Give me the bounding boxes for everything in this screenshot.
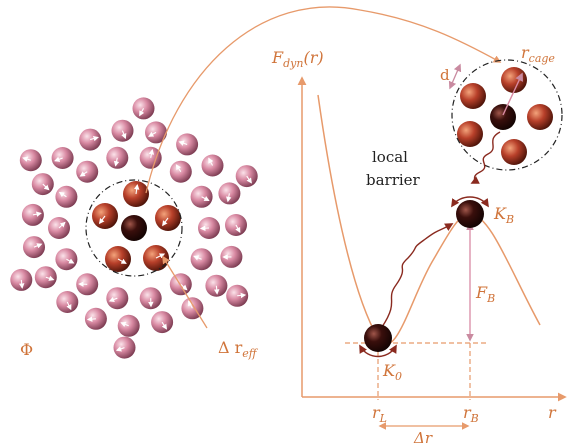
pink-particle <box>113 336 136 359</box>
cage-inset-central-particle <box>490 104 516 130</box>
cage-escape-wavy <box>470 131 501 184</box>
pink-particle <box>169 160 192 183</box>
particle-cluster <box>10 97 258 359</box>
cage-inset-particle <box>527 104 553 130</box>
velocity-arrow <box>188 300 194 309</box>
delta-r-eff-arrow <box>162 255 208 329</box>
k-0-label: K0 <box>382 361 402 383</box>
d-arrow <box>448 63 462 90</box>
pink-particle <box>34 266 57 289</box>
delta-r-eff-label: Δ reff <box>218 338 259 360</box>
d-label: d <box>440 66 450 84</box>
cage-inset-particle <box>501 139 527 165</box>
velocity-arrow <box>208 157 214 166</box>
velocity-arrow <box>155 253 166 259</box>
velocity-arrow <box>66 258 75 264</box>
delta-r-label: Δr <box>413 429 433 446</box>
velocity-arrow <box>33 243 43 249</box>
velocity-arrow <box>148 148 155 158</box>
f-b-label: FB <box>475 283 495 305</box>
velocity-arrow <box>133 184 140 195</box>
particle-at-minimum <box>364 324 392 352</box>
velocity-arrow <box>18 279 25 289</box>
central-particle <box>121 215 147 241</box>
velocity-arrow <box>199 225 210 231</box>
velocity-arrow <box>115 346 125 352</box>
velocity-arrow <box>22 156 31 162</box>
velocity-arrow <box>32 211 42 217</box>
thermal-hop-path <box>381 223 454 328</box>
velocity-arrow <box>86 316 96 322</box>
velocity-arrow <box>193 255 202 261</box>
k-0-curvature-arc <box>359 344 397 358</box>
phi-label: Φ <box>20 340 33 359</box>
velocity-arrow <box>139 108 145 117</box>
r-b-label: rB <box>463 403 479 425</box>
pink-particle <box>56 291 79 313</box>
velocity-arrow <box>98 215 106 225</box>
cage-inset-particle <box>460 83 486 109</box>
r-cage-label: rcage <box>521 43 555 65</box>
velocity-arrow <box>226 193 232 203</box>
velocity-arrow <box>201 196 210 202</box>
velocity-arrow <box>58 191 67 198</box>
k-b-label: KB <box>493 204 514 226</box>
pink-particle <box>21 203 44 226</box>
pink-particle <box>55 248 78 271</box>
velocity-arrow <box>180 283 188 291</box>
r-cage-arrow <box>502 72 523 116</box>
k-b-curvature-arc <box>451 196 489 208</box>
pink-particle <box>205 274 228 297</box>
velocity-arrow <box>121 130 127 140</box>
velocity-arrow <box>235 224 241 233</box>
velocity-arrow <box>79 171 88 177</box>
velocity-arrow <box>175 164 182 173</box>
f-dyn-label: Fdyn(r) <box>271 48 324 70</box>
velocity-arrow <box>54 156 63 162</box>
velocity-arrow <box>120 321 129 327</box>
velocity-arrow <box>213 285 220 295</box>
velocity-arrow <box>162 217 169 227</box>
pink-particle <box>106 146 129 169</box>
velocity-arrow <box>90 135 99 142</box>
velocity-arrow <box>237 292 247 299</box>
cage-inset-particle <box>501 67 527 93</box>
pink-particle <box>235 165 258 188</box>
pink-particle <box>31 173 54 196</box>
pink-particle <box>117 314 140 337</box>
r-axis-label: r <box>548 403 557 422</box>
velocity-arrow <box>58 221 66 229</box>
velocity-arrow <box>246 175 252 184</box>
pink-particle <box>151 311 174 334</box>
velocity-arrow <box>42 183 50 191</box>
velocity-arrow <box>148 131 157 137</box>
velocity-arrow <box>117 258 127 264</box>
cluster-cage-circle <box>85 179 183 277</box>
cage-inset <box>457 67 553 165</box>
free-energy-curve <box>317 94 541 346</box>
local-label: local <box>372 148 408 166</box>
barrier-label: barrier <box>366 171 421 189</box>
cage-inset-particle <box>457 121 483 147</box>
velocity-arrow <box>113 157 120 167</box>
cage-inset-circle <box>451 59 563 171</box>
velocity-arrow <box>178 140 188 146</box>
zoom-connector-curve <box>145 6 502 194</box>
r-l-label: rL <box>372 403 387 425</box>
velocity-arrow <box>66 301 72 311</box>
velocity-arrow <box>161 321 168 330</box>
particle-at-barrier <box>456 200 484 228</box>
pink-particle <box>190 248 213 271</box>
velocity-arrow <box>45 275 55 281</box>
velocity-arrow <box>108 296 118 303</box>
